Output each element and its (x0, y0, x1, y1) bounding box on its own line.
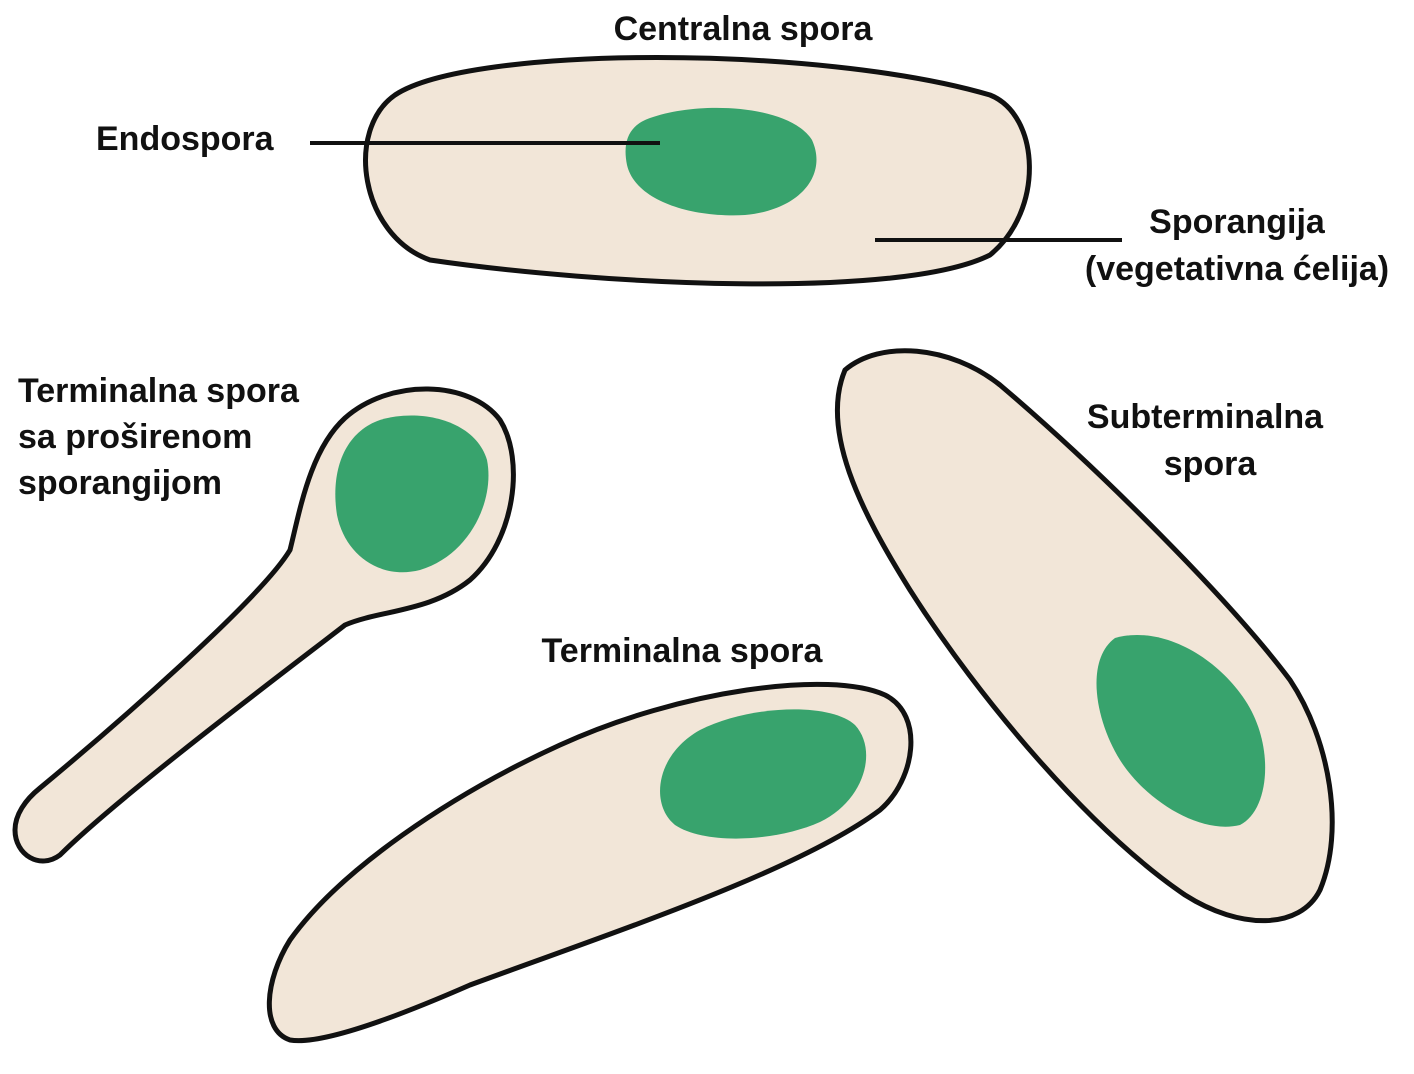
subterminal-label-line2: spora (1164, 445, 1258, 483)
central-spore-cell (366, 58, 1030, 284)
subterminal-spore-cell (837, 351, 1332, 921)
sporangium-label-line2: (vegetativna ćelija) (1085, 250, 1389, 288)
endospore-label: Endospora (96, 120, 275, 158)
terminal-spore-label: Terminalna spora (542, 632, 824, 670)
subterminal-label-line1: Subterminalna (1087, 398, 1324, 436)
terminal-swollen-label-line3: sporangijom (18, 464, 222, 502)
terminal-swollen-label-line2: sa proširenom (18, 418, 252, 456)
subterminal-sporangium (837, 351, 1332, 921)
central-spore-title: Centralna spora (614, 10, 874, 48)
sporangium-label-line1: Sporangija (1149, 203, 1326, 241)
terminal-spore-cell (269, 684, 911, 1040)
terminal-swollen-label-line1: Terminalna spora (18, 372, 300, 410)
terminal-swollen-spore-cell (15, 389, 513, 861)
